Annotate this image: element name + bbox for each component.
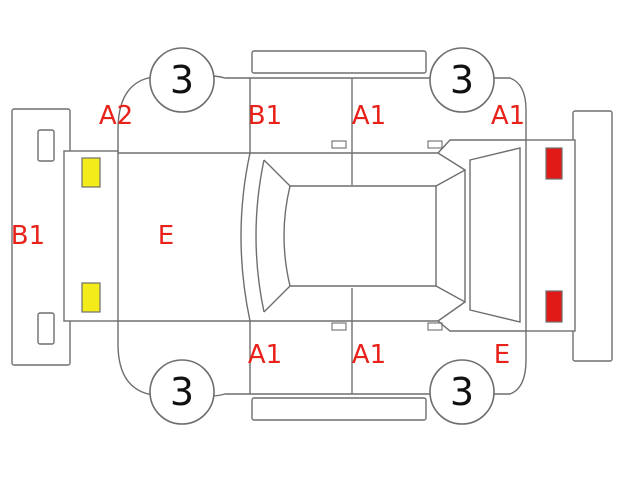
label-rear-left-quarter: A1 bbox=[491, 101, 525, 131]
wheel-rear-right-grade: 3 bbox=[450, 370, 474, 414]
right-sill bbox=[251, 397, 427, 421]
wheel-front-left: 3 bbox=[149, 47, 215, 113]
label-front-left-door: B1 bbox=[248, 101, 282, 131]
taillamp-left bbox=[545, 147, 563, 180]
label-front-left-fender: A2 bbox=[99, 101, 133, 131]
label-front-bumper: B1 bbox=[11, 221, 45, 251]
right-side-body bbox=[117, 288, 527, 397]
label-rear-left-door: A1 bbox=[352, 101, 386, 131]
left-sill bbox=[251, 50, 427, 74]
wheel-rear-left: 3 bbox=[429, 47, 495, 113]
taillamp-right bbox=[545, 290, 563, 323]
wheel-front-right: 3 bbox=[149, 359, 215, 425]
cabin bbox=[240, 147, 521, 323]
label-rear-right-quarter: E bbox=[494, 340, 510, 370]
label-rear-right-door: A1 bbox=[352, 340, 386, 370]
wheel-front-right-grade: 3 bbox=[170, 370, 194, 414]
headlamp-right bbox=[81, 282, 101, 313]
headlamp-left bbox=[81, 157, 101, 188]
left-side-body bbox=[117, 75, 527, 185]
wheel-rear-left-grade: 3 bbox=[450, 58, 474, 102]
rear-bumper bbox=[572, 110, 613, 362]
label-hood: E bbox=[158, 221, 174, 251]
wheel-rear-right: 3 bbox=[429, 359, 495, 425]
label-front-right-door: A1 bbox=[248, 340, 282, 370]
wheel-front-left-grade: 3 bbox=[170, 58, 194, 102]
